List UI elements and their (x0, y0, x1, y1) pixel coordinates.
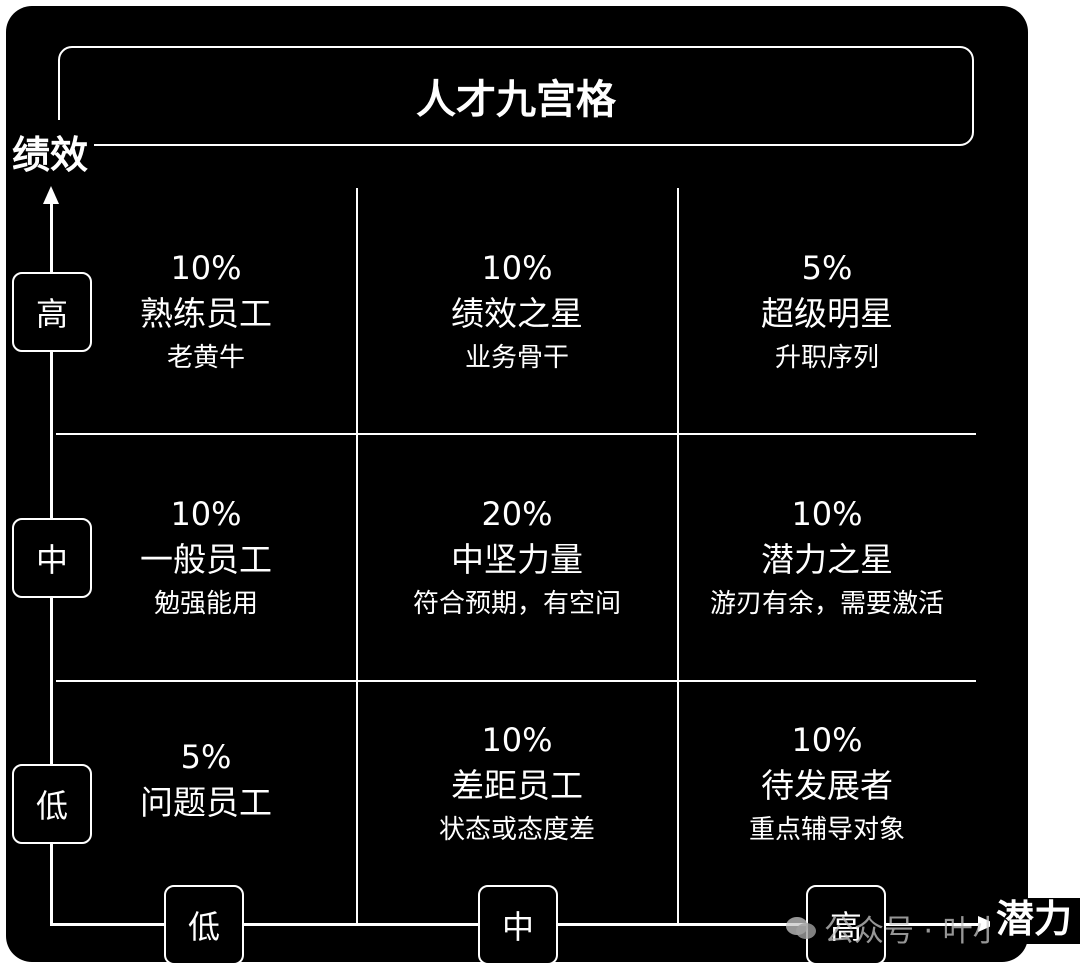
nine-box-grid-canvas (6, 6, 1028, 962)
x-level-mid: 中 (478, 885, 558, 965)
cell-percent: 10% (481, 721, 553, 759)
cell-name: 熟练员工 (140, 294, 272, 333)
cell-desc: 游刃有余，需要激活 (709, 589, 944, 619)
x-level-label: 高 (829, 908, 862, 946)
y-level-high: 高 (12, 272, 92, 352)
cell-name: 绩效之星 (451, 294, 583, 333)
wechat-icon (786, 917, 816, 939)
cell-name: 问题员工 (140, 783, 272, 822)
grid-cell-high-high: 5% 超级明星 升职序列 (677, 246, 977, 378)
grid-divider-vertical (356, 188, 358, 924)
title-box: 人才九宫格 (58, 46, 974, 146)
cell-desc: 老黄牛 (166, 343, 245, 373)
cell-name: 超级明星 (761, 294, 893, 333)
y-level-label: 高 (35, 295, 68, 333)
grid-cell-high-mid: 10% 绩效之星 业务骨干 (367, 246, 667, 378)
cell-percent: 10% (791, 495, 863, 533)
y-level-low: 低 (12, 764, 92, 844)
cell-percent: 5% (180, 738, 232, 776)
y-level-label: 中 (35, 541, 68, 579)
grid-cell-high-low: 10% 熟练员工 老黄牛 (56, 246, 356, 378)
y-axis-arrow-icon (43, 186, 59, 204)
title-mask (40, 120, 94, 150)
cell-desc: 勉强能用 (153, 589, 258, 619)
cell-percent: 20% (481, 495, 553, 533)
grid-cell-mid-mid: 20% 中坚力量 符合预期，有空间 (367, 492, 667, 624)
cell-desc: 状态或态度差 (438, 815, 595, 845)
grid-cell-mid-high: 10% 潜力之星 游刃有余，需要激活 (677, 492, 977, 624)
grid-title: 人才九宫格 (416, 77, 616, 123)
grid-cell-low-high: 10% 待发展者 重点辅导对象 (677, 718, 977, 850)
cell-percent: 10% (170, 249, 242, 287)
cell-percent: 10% (481, 249, 553, 287)
cell-desc: 符合预期，有空间 (412, 589, 621, 619)
x-level-label: 中 (501, 908, 534, 946)
x-level-low: 低 (164, 885, 244, 965)
cell-percent: 10% (791, 721, 863, 759)
grid-divider-horizontal (56, 680, 976, 682)
cell-percent: 10% (170, 495, 242, 533)
x-level-label: 低 (187, 908, 220, 946)
cell-name: 潜力之星 (761, 540, 893, 579)
grid-cell-mid-low: 10% 一般员工 勉强能用 (56, 492, 356, 624)
cell-percent: 5% (801, 249, 853, 287)
cell-desc: 业务骨干 (464, 343, 569, 373)
cell-name: 一般员工 (140, 540, 272, 579)
x-axis-label: 潜力 (990, 898, 1080, 944)
grid-cell-low-mid: 10% 差距员工 状态或态度差 (367, 718, 667, 850)
grid-cell-low-low: 5% 问题员工 (56, 735, 356, 827)
x-level-high: 高 (806, 885, 886, 965)
y-axis-label: 绩效 (12, 133, 89, 177)
y-level-mid: 中 (12, 518, 92, 598)
cell-desc: 重点辅导对象 (748, 815, 905, 845)
cell-desc: 升职序列 (774, 343, 879, 373)
cell-name: 差距员工 (451, 766, 583, 805)
cell-name: 待发展者 (761, 766, 893, 805)
y-level-label: 低 (35, 787, 68, 825)
cell-name: 中坚力量 (451, 540, 583, 579)
grid-divider-vertical (677, 188, 679, 924)
grid-divider-horizontal (56, 433, 976, 435)
